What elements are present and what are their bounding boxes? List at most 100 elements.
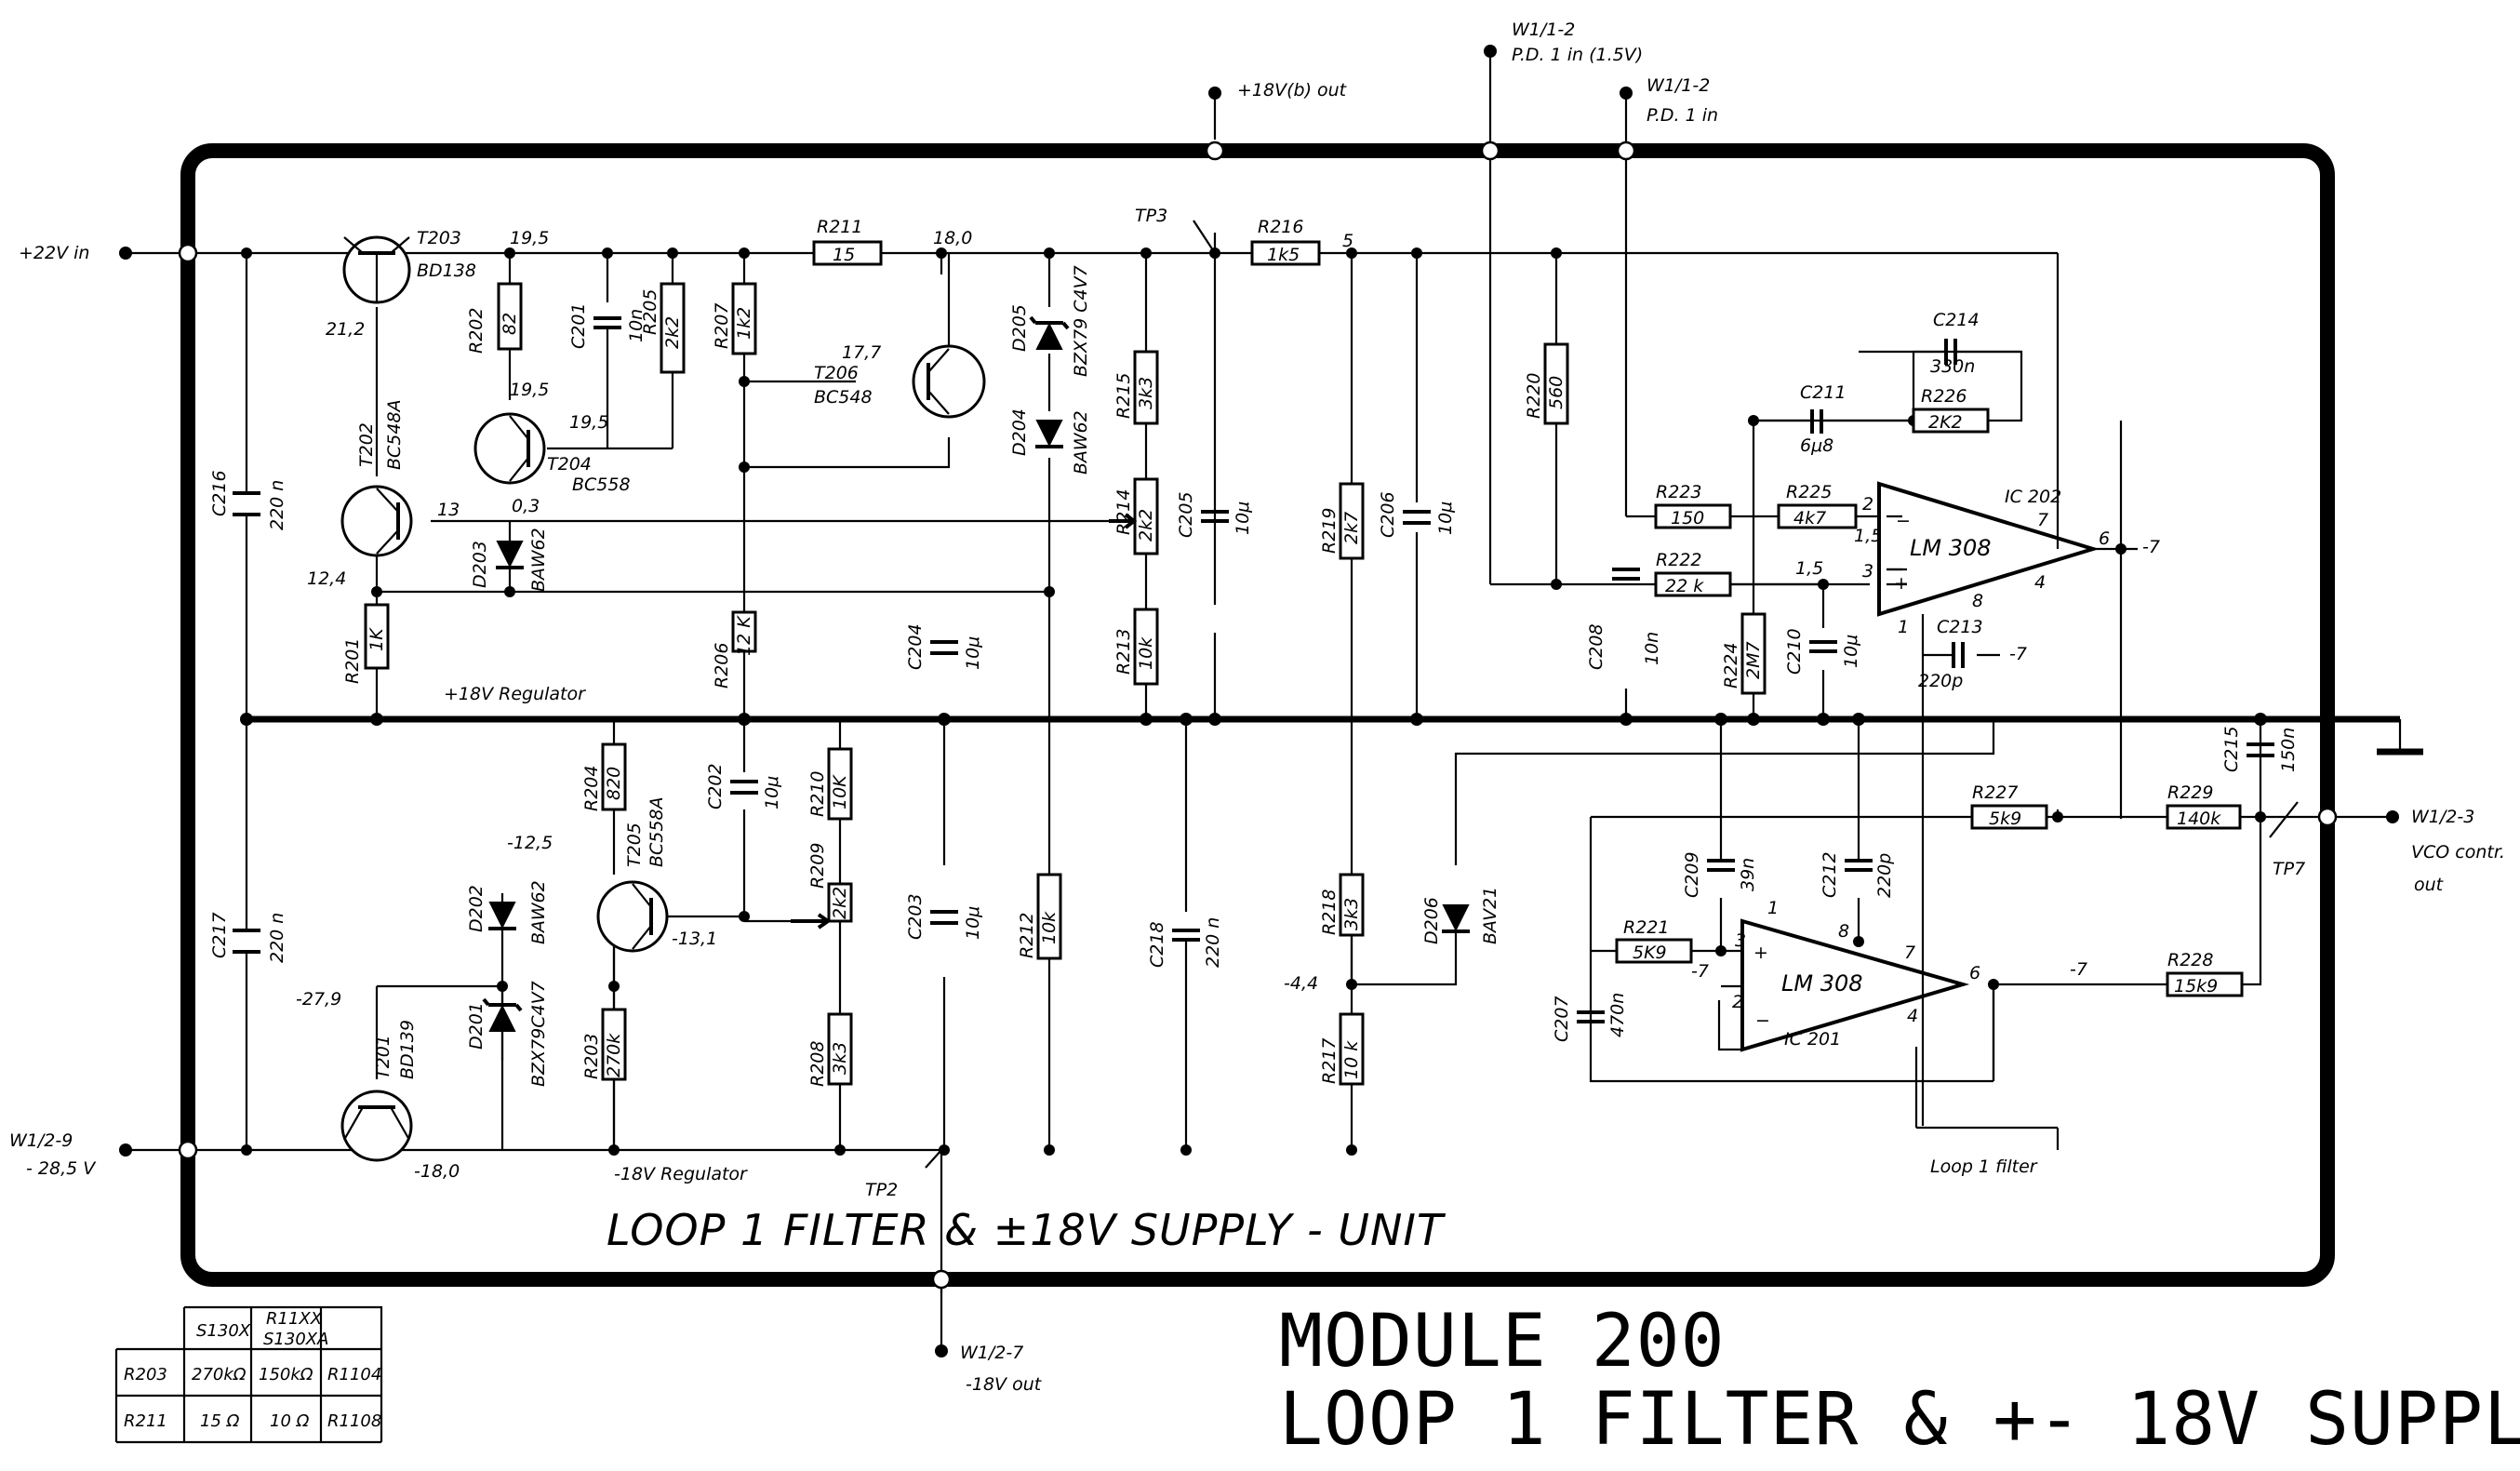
v-18-0-a: 18,0 bbox=[933, 228, 972, 248]
r222-val: 22 k bbox=[1665, 576, 1704, 596]
v-13: 13 bbox=[437, 500, 460, 520]
ic202-minus-marker: − bbox=[1896, 511, 1911, 531]
c206-ref: C206 bbox=[1378, 491, 1398, 538]
r212-ref: R212 bbox=[1017, 913, 1037, 958]
capacitor-bodies bbox=[233, 316, 2274, 1023]
r219-ref: R219 bbox=[1319, 508, 1340, 554]
r221-ref: R221 bbox=[1623, 917, 1669, 938]
resistor-bodies bbox=[364, 240, 2244, 1086]
r203-ref: R203 bbox=[581, 1034, 602, 1079]
variants-row2-s130x: 15 Ω bbox=[200, 1411, 240, 1431]
c214-val: 330n bbox=[1930, 356, 1975, 377]
variants-header-r11xx: R11XX bbox=[266, 1309, 323, 1329]
ic201-pin-7: 7 bbox=[1904, 943, 1915, 963]
d205-ref: D205 bbox=[1009, 304, 1030, 352]
variants-row1-name: R203 bbox=[124, 1365, 167, 1384]
r205-val: 2k2 bbox=[662, 316, 683, 349]
tp7-label: TP7 bbox=[2273, 859, 2305, 879]
connector-w1-2-3: W1/2-3 bbox=[2411, 807, 2474, 827]
r201-ref: R201 bbox=[342, 638, 363, 684]
r208-ref: R208 bbox=[807, 1041, 828, 1087]
r221-val: 5K9 bbox=[1633, 943, 1667, 963]
c218-ref: C218 bbox=[1147, 921, 1167, 968]
d202-ref: D202 bbox=[466, 885, 487, 932]
r206-ref: R206 bbox=[712, 643, 732, 689]
d201-ref: D201 bbox=[466, 1002, 487, 1050]
connector-w1-2-9-voltage: - 28,5 V bbox=[26, 1158, 97, 1179]
c213-ref: C213 bbox=[1937, 617, 1983, 637]
r217-val: 10 k bbox=[1341, 1040, 1362, 1079]
r207-ref: R207 bbox=[712, 303, 732, 349]
c214-ref: C214 bbox=[1933, 310, 1980, 330]
c207-val: 470n bbox=[1607, 993, 1628, 1037]
connector-w1-2-7: W1/2-7 bbox=[960, 1343, 1023, 1363]
ic201-pin-3: 3 bbox=[1735, 930, 1746, 951]
r204-val: 820 bbox=[604, 767, 624, 800]
v-minus-7-a: -7 bbox=[2142, 537, 2160, 557]
t206-type: BC548 bbox=[814, 387, 873, 408]
t203-type: BD138 bbox=[417, 261, 476, 281]
c204-val: 10μ bbox=[963, 636, 983, 670]
r217-ref: R217 bbox=[1319, 1038, 1340, 1084]
variants-row1-alt: R1104 bbox=[327, 1365, 381, 1384]
c202-val: 10μ bbox=[762, 776, 782, 809]
ic202-pin-3: 3 bbox=[1862, 561, 1873, 582]
module-title-line-2: LOOP 1 FILTER & +- 18V SUPPLY bbox=[1279, 1378, 2520, 1462]
c218-val: 220 n bbox=[1203, 917, 1223, 968]
r211-val: 15 bbox=[833, 245, 855, 265]
v-minus-27-9: -27,9 bbox=[296, 989, 341, 1010]
r203-val: 270k bbox=[604, 1033, 624, 1077]
variants-row2-s130xa: 10 Ω bbox=[270, 1411, 310, 1431]
v-minus-4-4: -4,4 bbox=[1284, 973, 1318, 994]
r218-ref: R218 bbox=[1319, 889, 1340, 935]
v-0-3: 0,3 bbox=[512, 496, 540, 516]
ic202-ref: IC 202 bbox=[2005, 487, 2061, 507]
r218-val: 3k3 bbox=[1341, 898, 1362, 930]
r215-ref: R215 bbox=[1113, 373, 1134, 419]
variants-row1-s130xa: 150kΩ bbox=[259, 1365, 313, 1384]
v-minus-13-1: -13,1 bbox=[672, 929, 717, 949]
wiring bbox=[126, 158, 2423, 1293]
r229-ref: R229 bbox=[2167, 782, 2213, 803]
loop-filter-label: Loop 1 filter bbox=[1930, 1157, 2038, 1177]
ic202-pin-7: 7 bbox=[2037, 510, 2048, 530]
d206-ref: D206 bbox=[1421, 897, 1442, 944]
ic201-type: LM 308 bbox=[1781, 970, 1863, 996]
d201-type: BZX79C4V7 bbox=[528, 981, 549, 1087]
v-5: 5 bbox=[1342, 231, 1353, 251]
c216-val: 220 n bbox=[267, 480, 287, 530]
c211-ref: C211 bbox=[1800, 382, 1847, 403]
labels: +22V in W1/2-9 - 28,5 V +18V(b) out W1/1… bbox=[9, 20, 2520, 1462]
c217-val: 220 n bbox=[267, 913, 287, 963]
r216-val: 1k5 bbox=[1267, 245, 1300, 265]
r225-val: 4k7 bbox=[1793, 508, 1826, 528]
r209-ref: R209 bbox=[807, 843, 828, 889]
c212-ref: C212 bbox=[1820, 851, 1840, 898]
d202-type: BAW62 bbox=[528, 880, 549, 944]
v-12-4: 12,4 bbox=[307, 568, 346, 589]
c217-ref: C217 bbox=[209, 912, 230, 958]
module-title-line-1: MODULE 200 bbox=[1279, 1300, 1726, 1384]
r224-ref: R224 bbox=[1721, 643, 1741, 689]
c207-ref: C207 bbox=[1552, 996, 1572, 1042]
t201-type: BD139 bbox=[397, 1020, 418, 1079]
c211-val: 6μ8 bbox=[1800, 435, 1833, 456]
r223-val: 150 bbox=[1671, 508, 1704, 528]
r225-ref: R225 bbox=[1786, 482, 1832, 502]
variants-header-s130xa: S130XA bbox=[263, 1330, 328, 1349]
ic202-pin-2: 2 bbox=[1862, 494, 1873, 515]
r220-ref: R220 bbox=[1524, 373, 1544, 419]
opamp-ic201 bbox=[1740, 918, 1970, 1052]
connector-w1-2-9: W1/2-9 bbox=[9, 1130, 73, 1151]
v-1-5-b: 1,5 bbox=[1795, 558, 1823, 579]
r213-val: 10k bbox=[1136, 636, 1156, 670]
t204-ref: T204 bbox=[547, 454, 592, 475]
r212-val: 10k bbox=[1039, 911, 1060, 944]
connector-pd1-a: W1/1-2 bbox=[1512, 20, 1575, 40]
r228-ref: R228 bbox=[2167, 950, 2213, 970]
c206-val: 10μ bbox=[1435, 501, 1456, 535]
v-minus-7-c: -7 bbox=[1691, 961, 1709, 982]
testpoint-marks bbox=[925, 220, 2299, 1169]
r201-val: 1K bbox=[367, 627, 387, 651]
